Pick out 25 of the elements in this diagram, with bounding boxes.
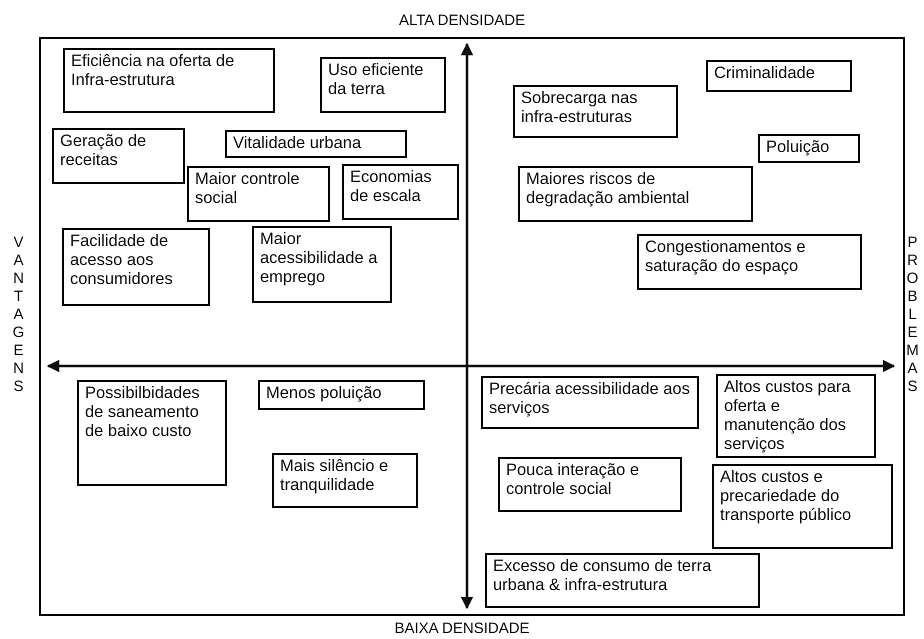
axis-label: VANTAGENS bbox=[10, 234, 26, 396]
text-box: Economias de escala bbox=[342, 164, 459, 220]
text-box: Maior acessibilidade a emprego bbox=[252, 226, 392, 303]
text-box: Eficiência na oferta de Infra-estrutura bbox=[63, 48, 275, 113]
text-box: Facilidade de acesso aos consumidores bbox=[62, 228, 210, 306]
axis-label: ALTA DENSIDADE bbox=[399, 12, 526, 29]
axis-label: PROBLEMAS bbox=[904, 234, 920, 396]
text-box: Precária acessibilidade aos serviços bbox=[481, 376, 699, 429]
text-box: Poluição bbox=[758, 134, 860, 163]
text-box: Possibilbidades de saneamento de baixo custo bbox=[77, 380, 227, 486]
text-box: Maiores riscos de degradação ambiental bbox=[518, 166, 753, 222]
text-box: Criminalidade bbox=[706, 60, 852, 92]
text-box: Maior controle social bbox=[187, 166, 330, 222]
text-box: Pouca interação e controle social bbox=[498, 457, 682, 512]
text-box: Excesso de consumo de terra urbana & infra-estrutura bbox=[485, 553, 760, 608]
text-box: Uso eficiente da terra bbox=[320, 57, 446, 113]
text-box: Geração de receitas bbox=[52, 128, 185, 184]
text-box: Menos poluição bbox=[258, 380, 425, 410]
text-box: Altos custos para oferta e manutenção dos serviços bbox=[716, 374, 876, 458]
text-box: Vitalidade urbana bbox=[225, 130, 407, 158]
axis-label: BAIXA DENSIDADE bbox=[394, 620, 530, 637]
text-box: Sobrecarga nas infra-estruturas bbox=[513, 85, 678, 138]
text-box: Mais silêncio e tranquilidade bbox=[272, 453, 418, 508]
text-box: Altos custos e precariedade do transporte público bbox=[712, 464, 893, 549]
text-box: Congestionamentos e saturação do espaço bbox=[637, 234, 862, 290]
